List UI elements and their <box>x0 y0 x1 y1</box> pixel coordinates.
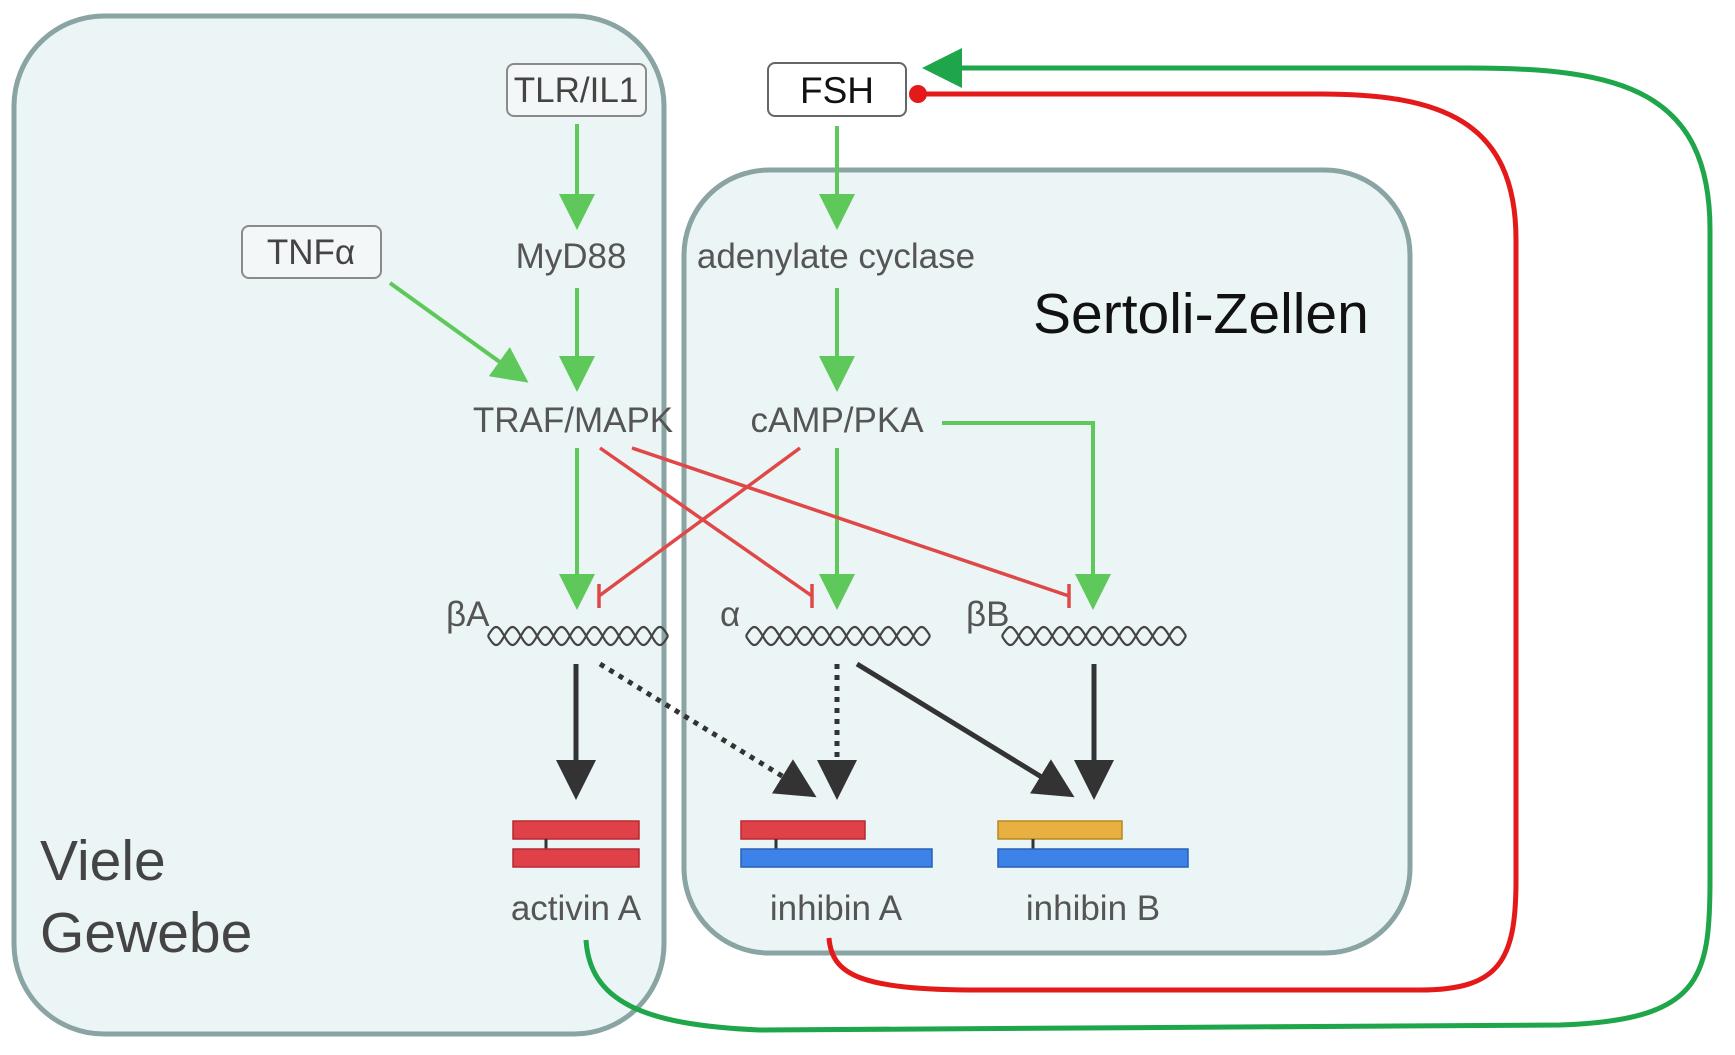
region-sertoli-cells <box>681 167 1413 956</box>
myd88-label: MyD88 <box>516 237 627 276</box>
arrow-tnf-to-traf <box>388 281 529 383</box>
helix-strand-2 <box>487 625 669 647</box>
inhibition-lines <box>597 446 1071 608</box>
inhibin-a-beta-subunit <box>740 820 866 840</box>
helix-strand-1 <box>745 625 931 647</box>
helix-strand-1 <box>1001 625 1187 647</box>
fsh-label: FSH <box>800 70 874 111</box>
inhibit-traf-to-alpha <box>598 446 814 598</box>
inhibit-traf-to-beta-b <box>631 446 1070 598</box>
helix-strand-2 <box>1001 625 1187 647</box>
protein-inhibin-b <box>997 820 1189 868</box>
feedback-inhibin-a-to-fsh <box>826 91 1519 993</box>
inhibit-camp-to-beta-a <box>597 446 802 598</box>
region-label-many-tissues-line1: Viele <box>40 829 166 893</box>
inhibin-b-alpha-subunit <box>997 848 1189 868</box>
gene-beta-b-label: βB <box>966 595 1009 634</box>
tlr-il1-label: TLR/IL1 <box>514 71 639 110</box>
feedback-inhibin-a-end-dot <box>909 85 927 103</box>
arrow-beta-a-to-inhibin-a-dotted <box>598 661 817 798</box>
dna-helix-alpha <box>745 625 931 647</box>
region-label-many-tissues-line2: Gewebe <box>40 901 252 965</box>
helix-strand-1 <box>487 625 669 647</box>
activin-subunit-bottom <box>512 848 640 868</box>
dna-helix-beta-a <box>487 625 669 647</box>
gene-alpha-label: α <box>720 595 740 634</box>
inhibin-b-beta-subunit <box>997 820 1123 840</box>
fsh-box <box>767 62 907 117</box>
product-inhibin-b-label: inhibin B <box>1026 889 1160 928</box>
tlr-il1-box <box>506 63 647 117</box>
expression-arrows <box>556 661 1114 800</box>
helix-strand-2 <box>745 625 931 647</box>
traf-mapk-label: TRAF/MAPK <box>473 401 673 440</box>
product-activin-a-label: activin A <box>511 889 642 928</box>
activin-subunit-top <box>512 820 640 840</box>
feedback-activin-to-fsh <box>583 48 1713 1033</box>
tnf-alpha-label: TNFα <box>267 233 355 272</box>
gene-beta-a-label: βA <box>446 595 490 634</box>
protein-inhibin-a <box>740 820 933 868</box>
arrow-camp-to-beta-b <box>942 421 1111 610</box>
region-many-tissues <box>11 13 667 1037</box>
tnf-alpha-box <box>241 225 382 279</box>
dna-helix-beta-b <box>1001 625 1187 647</box>
product-inhibin-a-label: inhibin A <box>770 889 903 928</box>
camp-pka-label: cAMP/PKA <box>750 401 924 440</box>
protein-activin-a <box>512 820 640 868</box>
activation-arrows <box>388 124 1111 610</box>
inhibin-a-alpha-subunit <box>740 848 933 868</box>
adenylate-cyclase-label: adenylate cyclase <box>697 237 975 276</box>
arrow-alpha-to-inhibin-b <box>855 661 1075 798</box>
region-label-sertoli: Sertoli-Zellen <box>1033 282 1369 346</box>
